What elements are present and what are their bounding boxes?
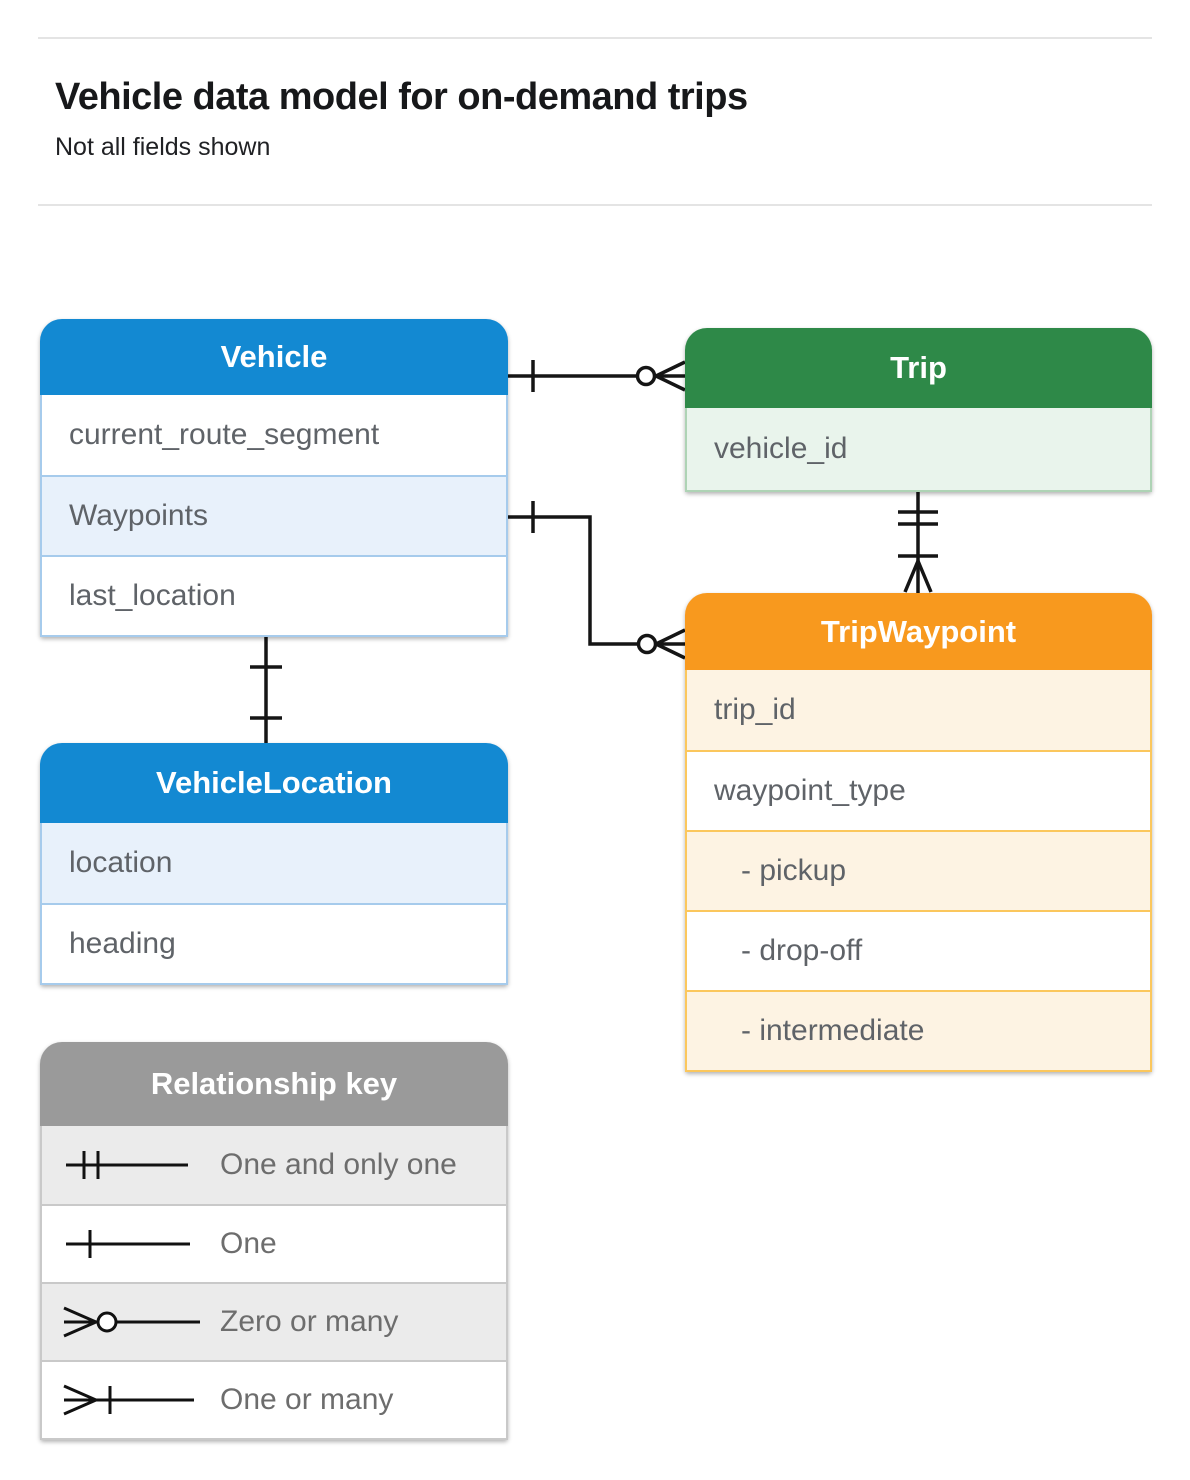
page-title: Vehicle data model for on-demand trips xyxy=(55,76,748,118)
connector-trip-tripwaypoint xyxy=(898,490,938,593)
connector-vehicle-vehiclelocation xyxy=(250,637,282,743)
entity-vehicle-header: Vehicle xyxy=(40,319,508,395)
connector-waypoints-tripwaypoint xyxy=(508,501,686,660)
entity-vehicle-title: Vehicle xyxy=(220,339,328,374)
relationship-key-header: Relationship key xyxy=(40,1042,508,1126)
field-row: vehicle_id xyxy=(687,408,1150,490)
field-label: last_location xyxy=(69,579,236,612)
legend-row: One or many xyxy=(42,1360,506,1438)
field-label: - intermediate xyxy=(741,1014,925,1047)
field-row: current_route_segment xyxy=(42,395,506,475)
legend-row: One xyxy=(42,1204,506,1282)
zero-or-many-icon xyxy=(63,1306,200,1338)
field-label: - drop-off xyxy=(741,934,863,967)
field-row: heading xyxy=(42,903,506,983)
field-row: - drop-off xyxy=(687,910,1150,990)
field-row: waypoint_type xyxy=(687,750,1150,830)
entity-vehiclelocation: VehicleLocation location heading xyxy=(40,743,508,985)
field-label: heading xyxy=(69,927,176,960)
field-row: trip_id xyxy=(687,670,1150,750)
connector-vehicle-trip xyxy=(508,360,686,392)
field-row: location xyxy=(42,823,506,903)
field-label: vehicle_id xyxy=(714,432,848,465)
entity-vehiclelocation-header: VehicleLocation xyxy=(40,743,508,823)
legend-label: One xyxy=(220,1227,277,1260)
relationship-key: Relationship key One and only one One Ze… xyxy=(40,1042,508,1440)
field-label: trip_id xyxy=(714,693,796,726)
field-row: last_location xyxy=(42,555,506,635)
one-or-many-icon xyxy=(63,1384,194,1416)
field-label: - pickup xyxy=(741,854,847,887)
field-row: Waypoints xyxy=(42,475,506,555)
one-and-only-one-icon xyxy=(66,1151,188,1179)
header-divider xyxy=(38,204,1152,206)
legend-row: Zero or many xyxy=(42,1282,506,1360)
legend-label: One or many xyxy=(220,1383,394,1416)
one-icon xyxy=(66,1230,190,1258)
field-row: - intermediate xyxy=(687,990,1150,1070)
entity-trip-title: Trip xyxy=(890,350,947,385)
field-row: - pickup xyxy=(687,830,1150,910)
entity-tripwaypoint-header: TripWaypoint xyxy=(685,593,1152,670)
field-label: waypoint_type xyxy=(714,774,906,807)
top-divider xyxy=(38,37,1152,39)
relationship-key-title: Relationship key xyxy=(150,1066,398,1101)
legend-label: One and only one xyxy=(220,1148,457,1181)
page-subtitle: Not all fields shown xyxy=(55,133,271,161)
entity-vehiclelocation-title: VehicleLocation xyxy=(155,765,392,800)
entity-vehicle: Vehicle current_route_segment Waypoints … xyxy=(40,319,508,637)
entity-trip-header: Trip xyxy=(685,328,1152,408)
legend-label: Zero or many xyxy=(220,1305,399,1338)
field-label: Waypoints xyxy=(69,499,208,532)
entity-tripwaypoint-title: TripWaypoint xyxy=(820,613,1017,649)
entity-trip: Trip vehicle_id xyxy=(685,328,1152,492)
legend-row: One and only one xyxy=(42,1126,506,1204)
field-label: location xyxy=(69,846,173,879)
field-label: current_route_segment xyxy=(69,418,380,451)
entity-tripwaypoint: TripWaypoint trip_id waypoint_type - pic… xyxy=(685,593,1152,1072)
